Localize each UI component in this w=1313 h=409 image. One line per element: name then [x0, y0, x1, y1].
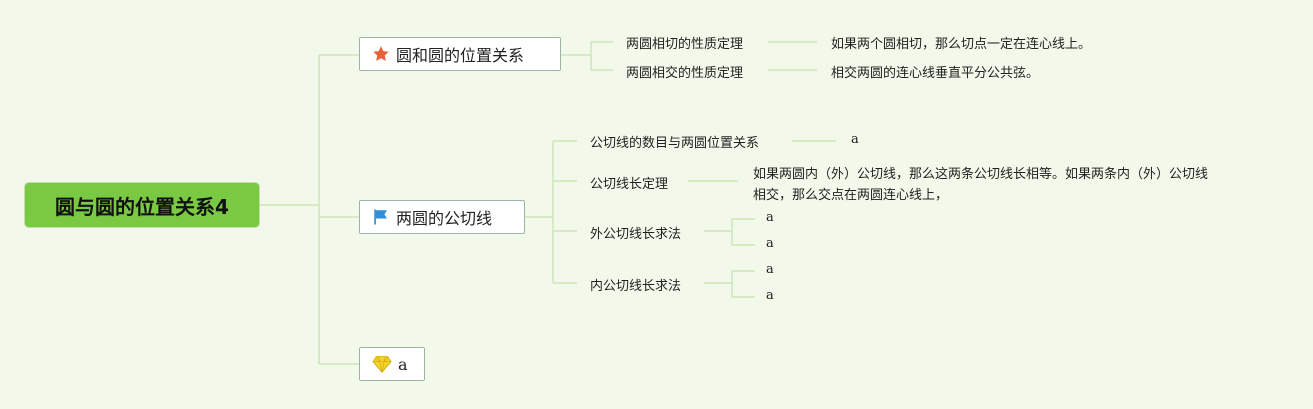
subtopic-tangent-count[interactable]: 公切线的数目与两圆位置关系 [590, 136, 760, 151]
topic-circle-positional-relation[interactable]: 圆和圆的位置关系 [359, 37, 561, 71]
root-topic[interactable]: 圆与圆的位置关系4 [25, 183, 259, 227]
note-intersect-theorem[interactable]: 相交两圆的连心线垂直平分公共弦。 [831, 66, 1040, 81]
diamond-icon [372, 355, 392, 373]
root-topic-label: 圆与圆的位置关系4 [55, 194, 229, 219]
leaf-a[interactable]: a [766, 262, 774, 277]
subtopic-tangent-length-theorem[interactable]: 公切线长定理 [590, 177, 669, 192]
topic-label: 两圆的公切线 [396, 209, 493, 228]
connector-t2-c3-leaves [704, 218, 755, 246]
connector-t2-c4-leaves [704, 270, 755, 298]
leaf-a[interactable]: a [766, 288, 774, 303]
leaf-a[interactable]: a [766, 236, 774, 251]
topic-label: 圆和圆的位置关系 [396, 46, 525, 65]
subtopic-tangent-theorem[interactable]: 两圆相切的性质定理 [626, 37, 744, 52]
note-tangent-length-line-1[interactable]: 如果两圆内（外）公切线，那么这两条公切线长相等。如果两条内（外）公切线 [753, 167, 1209, 182]
subtopic-internal-tangent-method[interactable]: 内公切线长求法 [590, 279, 682, 294]
connector-t2-trunk [525, 141, 554, 283]
note-tangent-length-line-2[interactable]: 相交，那么交点在两圆连心线上， [753, 188, 949, 203]
topic-common-tangent[interactable]: 两圆的公切线 [359, 200, 525, 234]
topic-label: a [398, 354, 408, 374]
leaf-a[interactable]: a [851, 132, 859, 147]
topic-a[interactable]: a [359, 347, 425, 381]
subtopic-external-tangent-method[interactable]: 外公切线长求法 [590, 227, 682, 242]
leaf-a[interactable]: a [766, 210, 774, 225]
subtopic-intersect-theorem[interactable]: 两圆相交的性质定理 [626, 66, 744, 81]
note-tangent-theorem[interactable]: 如果两个圆相切，那么切点一定在连心线上。 [831, 37, 1092, 52]
flag-icon [372, 208, 390, 226]
connector-t1-trunk [561, 42, 592, 70]
star-icon [372, 45, 390, 63]
